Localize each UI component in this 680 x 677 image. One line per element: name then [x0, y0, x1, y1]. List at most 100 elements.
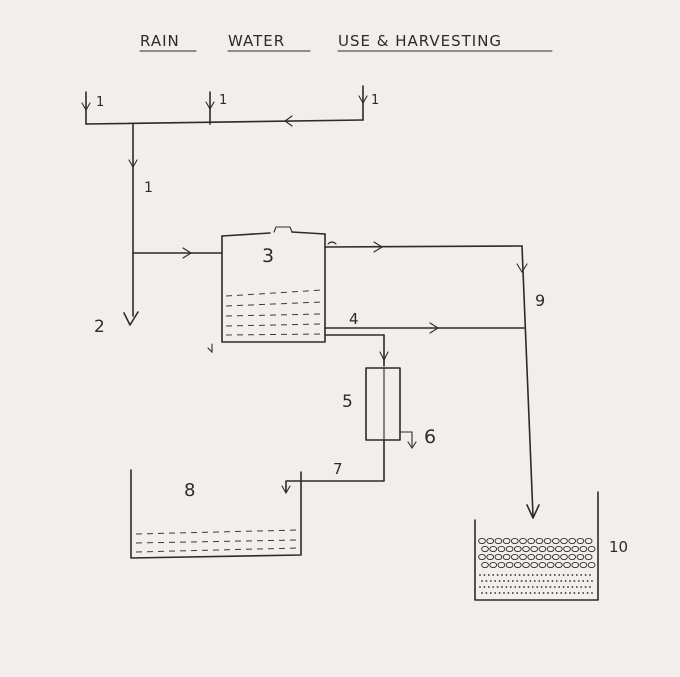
sand-grain [533, 592, 536, 594]
pebble [538, 561, 547, 569]
sand-grain [498, 592, 501, 594]
sand-grain [523, 586, 525, 588]
sand-grain [505, 586, 508, 588]
label-usage-tank: 8 [184, 480, 195, 501]
pebble [535, 553, 544, 561]
sand-grain [516, 580, 519, 582]
sand-grain [567, 574, 569, 576]
pebble [502, 553, 511, 561]
pebble [560, 553, 568, 561]
sand-grain [481, 592, 483, 594]
label-storage-tank: 3 [262, 245, 274, 267]
pebble [535, 537, 544, 545]
sand-grain [527, 574, 530, 576]
title-use-harvesting: USE & HARVESTING [338, 32, 502, 50]
pebble [571, 545, 580, 553]
recharge-pit: 10 [474, 491, 628, 601]
sand-grain [564, 580, 567, 582]
filter-unit: 5 6 [342, 367, 436, 449]
pebble [513, 561, 522, 569]
sand-grain [555, 580, 558, 582]
pebble [486, 553, 495, 561]
sand-grain [533, 580, 536, 582]
sand-grain [487, 586, 490, 588]
label-recharge-pipe: 9 [535, 291, 545, 310]
sand-grain [492, 586, 495, 588]
sand-grain [577, 592, 580, 594]
sand-grain [571, 586, 574, 588]
label-overflow-outlet: 2 [94, 317, 105, 337]
label-tank-outlet: 4 [349, 310, 359, 328]
label-rain-left: 1 [96, 95, 104, 110]
sand-grain [507, 592, 510, 594]
sand-grain [520, 592, 523, 594]
roof-gutter [85, 115, 364, 127]
sand-grain [575, 574, 578, 576]
sand-grain [551, 580, 554, 582]
pebble [543, 553, 552, 561]
sand-grain [540, 574, 543, 576]
sand-grain [591, 580, 593, 582]
sand-grain [553, 586, 556, 588]
pebble [510, 553, 519, 561]
pebble [489, 545, 498, 553]
pebble [560, 537, 568, 545]
sand-grain [577, 580, 580, 582]
sand-grain [558, 586, 561, 588]
sand-grain [564, 592, 567, 594]
pebble [538, 545, 547, 553]
pebble [576, 537, 585, 545]
sand-grain [589, 586, 591, 588]
pebble [568, 553, 577, 561]
pebble [568, 537, 577, 545]
label-rain-mid: 1 [219, 93, 227, 108]
sand-grain [569, 580, 571, 582]
pebble [505, 545, 514, 553]
pebble [563, 545, 571, 553]
label-recharge-pit: 10 [609, 538, 628, 556]
sand-grain [496, 574, 499, 576]
sand-grain [547, 592, 549, 594]
sand-grain [551, 592, 554, 594]
sand-grain [573, 592, 576, 594]
sand-grain [501, 586, 503, 588]
sand-grain [492, 574, 495, 576]
sand-grain [586, 592, 589, 594]
pebble [519, 537, 527, 545]
sand-grain [536, 574, 539, 576]
sand-grain [562, 586, 565, 588]
sand-grain [562, 574, 565, 576]
pebble [502, 537, 511, 545]
pebble [546, 545, 555, 553]
sand-grain [545, 574, 547, 576]
rain-inlets: 1 1 1 [81, 85, 379, 125]
sand-grain [481, 580, 483, 582]
sand-grain [580, 574, 583, 576]
tank-inlet-pipe [132, 247, 223, 259]
pebble [587, 561, 596, 569]
sand-grain [527, 586, 530, 588]
sand-grain [582, 580, 585, 582]
sand-grain [547, 580, 549, 582]
sand-grain [538, 580, 541, 582]
label-downpipe: 1 [144, 180, 153, 196]
pebble [546, 561, 555, 569]
tank-outlet-pipe: 4 [324, 310, 525, 367]
downpipe: 1 2 [94, 123, 153, 337]
diagram-title: RAIN WATER USE & HARVESTING [139, 32, 553, 52]
sand-grain [529, 580, 532, 582]
sand-grain [567, 586, 569, 588]
sand-grain [531, 586, 534, 588]
pebble [554, 561, 563, 569]
sand-grain [584, 574, 587, 576]
sand-grain [520, 580, 523, 582]
pebble [551, 537, 560, 545]
sand-grain [487, 574, 490, 576]
label-filtered-pipe: 7 [333, 460, 343, 478]
sand-grain [501, 574, 503, 576]
label-filter-drain: 6 [424, 426, 436, 448]
sand-grain [509, 586, 512, 588]
sand-grain [560, 592, 563, 594]
pebble [494, 553, 503, 561]
